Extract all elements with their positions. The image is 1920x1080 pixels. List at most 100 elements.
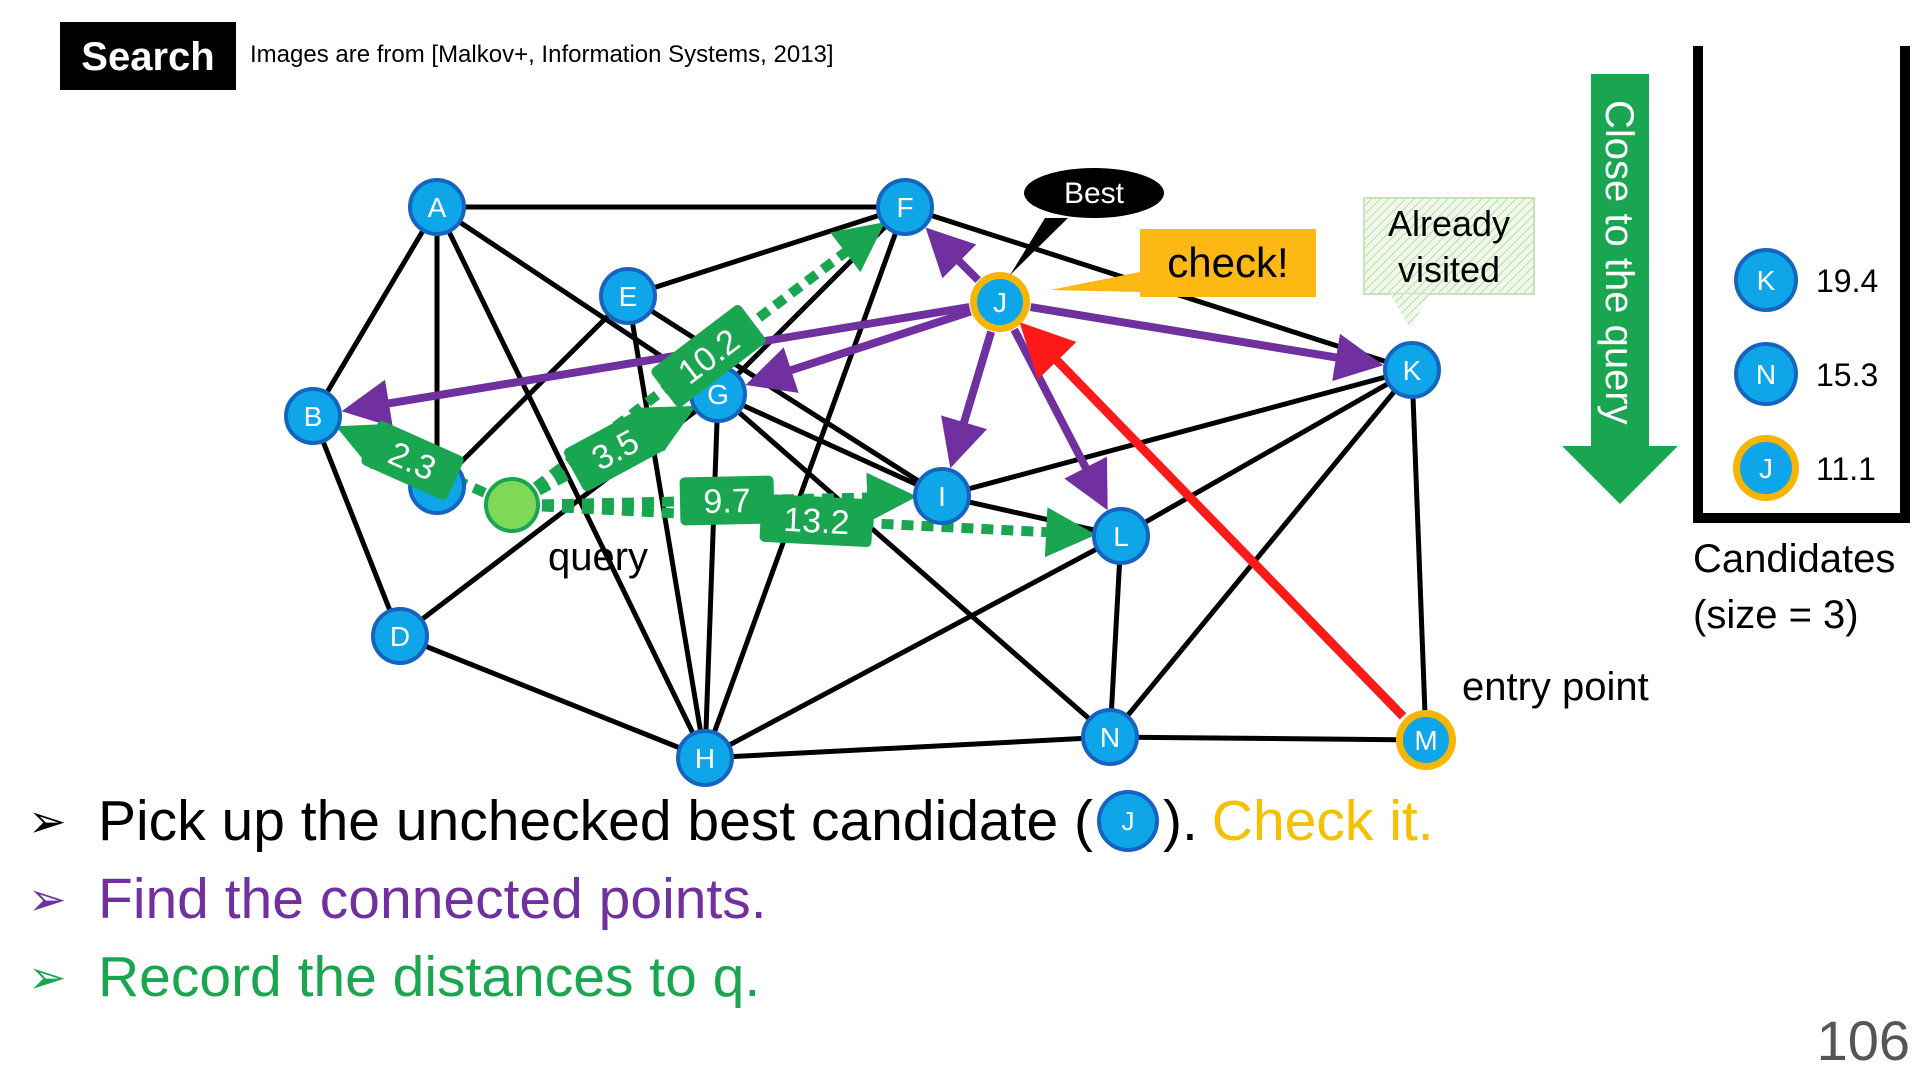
candidate-queue: K 19.4N 15.3J 11.1 (1733, 248, 1878, 501)
bullet-arrow-icon: ➢ (28, 951, 67, 1003)
check-callout: check! (1050, 229, 1316, 297)
graph-edge (435, 294, 630, 488)
explored-edge (1029, 303, 1384, 382)
queue-item: K 19.4 (1734, 248, 1878, 312)
distance-arrow (541, 501, 1097, 558)
node-label: H (695, 743, 715, 774)
graph-edge (627, 204, 906, 299)
graph-edge (703, 533, 1123, 761)
node-m: M (1396, 710, 1456, 770)
slide-title: Search (81, 35, 214, 79)
page-number: 106 (1817, 1009, 1910, 1072)
citation: Images are from [Malkov+, Information Sy… (250, 41, 834, 68)
queue-item: J 11.1 (1733, 435, 1876, 501)
distance-badge: 2.3 (361, 421, 464, 500)
node-l: L (1092, 507, 1150, 565)
graph-edge (1409, 369, 1429, 741)
bullet-text: Record the distances to q. (98, 945, 761, 1009)
best-label: Best (1064, 177, 1125, 210)
graph-edge (716, 392, 1112, 739)
graph-edge (1107, 535, 1124, 738)
entry-path (1019, 322, 1407, 720)
bullet-record: ➢ Record the distances to q. (28, 938, 1434, 1016)
node-label: A (428, 192, 447, 223)
node-label: I (938, 481, 946, 512)
bullet-highlight: Check it. (1211, 789, 1434, 853)
graph-edge (625, 295, 708, 759)
node-n: N (1081, 708, 1139, 766)
graph-edge (626, 293, 944, 499)
graph-edge (941, 367, 1413, 499)
queue-caption-size: (size = 3) (1693, 593, 1859, 637)
graph-edge (1109, 734, 1427, 743)
graph-edge (310, 415, 403, 637)
graph-edge (310, 205, 440, 418)
bullet-list: ➢ Pick up the unchecked best candidate (… (28, 782, 1434, 1016)
node-label: K (1403, 355, 1422, 386)
node-label: B (304, 401, 323, 432)
bullet-text: Find the connected points. (98, 867, 767, 931)
query-point (484, 477, 540, 533)
bullet-find: ➢ Find the connected points. (28, 860, 1434, 938)
queue-distance: 15.3 (1816, 357, 1878, 393)
queue-node-label: J (1759, 453, 1773, 484)
graph-edge (702, 393, 721, 759)
queue-distance: 19.4 (1816, 263, 1878, 299)
explored-edge (745, 307, 972, 393)
check-label: check! (1167, 239, 1288, 286)
graph-edge (1119, 367, 1414, 539)
inline-node-j: J (1096, 790, 1159, 852)
bullet-pre: Pick up the unchecked best candidate ( (98, 789, 1093, 853)
entry-point-label: entry point (1462, 665, 1649, 709)
distance-badge: 13.2 (759, 493, 874, 548)
explored-edge (1010, 327, 1108, 511)
node-a: A (408, 178, 466, 236)
explored-edge (941, 330, 995, 469)
distance-value: 13.2 (782, 501, 850, 542)
graph-edge (1108, 368, 1414, 739)
bullet-text: Pick up the unchecked best candidate ( J… (98, 788, 1434, 854)
distance-badge: 9.7 (679, 475, 775, 526)
node-label: G (707, 379, 729, 410)
node-h: H (676, 729, 734, 787)
node-label: F (896, 192, 913, 223)
distance-badge: 3.5 (564, 407, 666, 492)
node-f: F (876, 178, 934, 236)
bullet-check: ➢ Pick up the unchecked best candidate (… (28, 782, 1434, 860)
queue-container (1693, 46, 1910, 523)
direction-arrow: Close to the query (1562, 74, 1678, 504)
queue-caption: Candidates (1693, 537, 1895, 581)
graph-edge (702, 206, 908, 759)
queue-node-label: N (1756, 359, 1776, 390)
explored-edge (341, 303, 971, 428)
query-label: query (548, 535, 648, 579)
queue-node-label: K (1757, 265, 1776, 296)
node-label: N (1100, 722, 1120, 753)
node-label: E (619, 281, 638, 312)
queue-item: N 15.3 (1734, 342, 1878, 406)
graph-edge (399, 633, 706, 761)
bullet-arrow-icon: ➢ (28, 873, 67, 925)
distance-value: 9.7 (703, 482, 751, 521)
node-b: B (284, 387, 342, 445)
node-label: J (993, 287, 1007, 318)
node-j: J (970, 272, 1030, 332)
title-box (60, 22, 236, 90)
node-i: I (913, 467, 971, 525)
graph-edge (704, 734, 1111, 761)
best-callout: Best (1010, 168, 1164, 275)
node-k: K (1383, 341, 1441, 399)
entry-path-edge (1019, 322, 1407, 720)
node-label: D (390, 621, 410, 652)
node-e: E (599, 267, 657, 325)
graph-edge (434, 205, 708, 760)
node-d: D (371, 607, 429, 665)
direction-label: Close to the query (1597, 100, 1641, 425)
queue-distance: 11.1 (1816, 451, 1876, 487)
bullet-post: ). (1162, 789, 1198, 853)
explored-edge (925, 227, 981, 283)
